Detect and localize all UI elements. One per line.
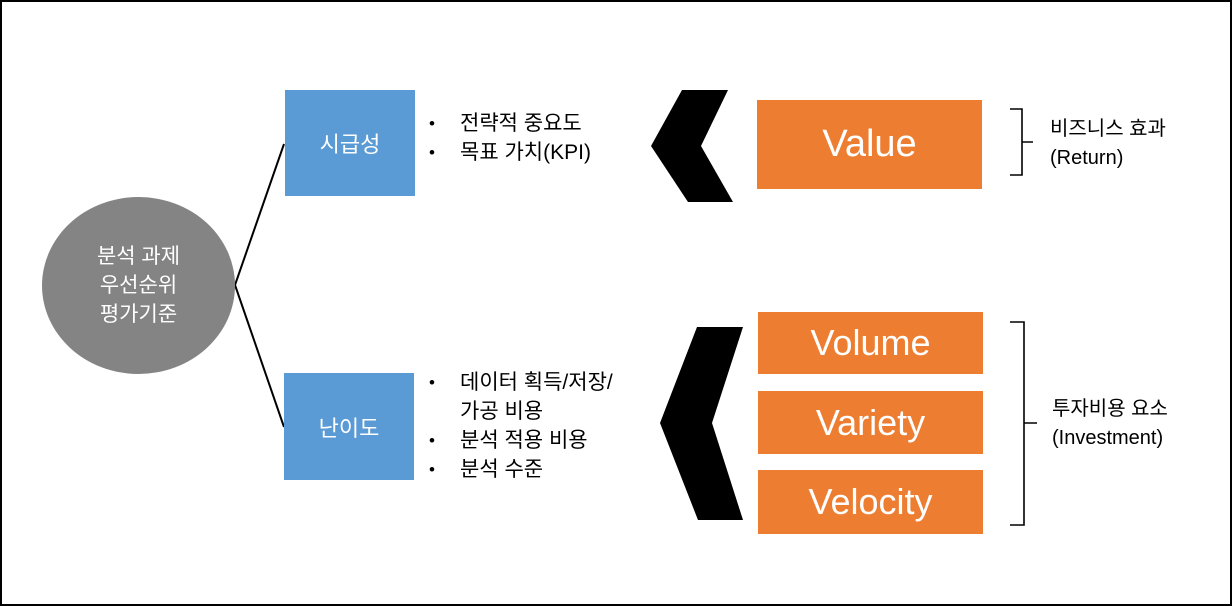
- bullet-item: • 분석 수준: [423, 455, 613, 484]
- root-title-line: 우선순위: [99, 274, 178, 297]
- criterion-box-difficulty: 난이도: [284, 373, 414, 480]
- connector-line-difficulty: [234, 284, 285, 428]
- bullet-icon: •: [429, 114, 435, 133]
- annotation-line: (Return): [1050, 147, 1124, 169]
- brace-investment-icon: [1010, 321, 1037, 526]
- volume-box: Volume: [758, 312, 983, 374]
- bullet-item: • 전략적 중요도: [423, 109, 591, 138]
- annotation-line: (Investment): [1052, 427, 1164, 449]
- value-box: Value: [757, 100, 982, 189]
- bullet-text: 분석 수준: [460, 458, 544, 481]
- annotation-line: 투자비용 요소: [1052, 398, 1168, 420]
- root-title-line: 평가기준: [99, 303, 178, 326]
- bullet-list-difficulty: • 데이터 획득/저장/ 가공 비용 • 분석 적용 비용 • 분석 수준: [423, 368, 613, 484]
- velocity-box: Velocity: [758, 470, 983, 534]
- bullet-icon: •: [429, 431, 435, 450]
- bullet-item: • 데이터 획득/저장/ 가공 비용: [423, 368, 613, 426]
- bullet-text: 전략적 중요도: [460, 112, 582, 135]
- annotation-business-return: 비즈니스 효과 (Return): [1050, 115, 1166, 173]
- variety-box: Variety: [758, 391, 983, 454]
- bullet-icon: •: [429, 460, 435, 479]
- criterion-box-urgency: 시급성: [285, 90, 415, 196]
- bullet-icon: •: [429, 373, 435, 392]
- connector-line-urgency: [234, 143, 285, 286]
- root-node: 분석 과제 우선순위 평가기준: [42, 197, 235, 374]
- annotation-line: 비즈니스 효과: [1050, 118, 1166, 140]
- root-node-title: 분석 과제 우선순위 평가기준: [97, 242, 180, 329]
- bullet-icon: •: [429, 143, 435, 162]
- bullet-item: • 분석 적용 비용: [423, 426, 613, 455]
- bullet-list-urgency: • 전략적 중요도 • 목표 가치(KPI): [423, 109, 591, 167]
- chevron-left-icon: [660, 327, 743, 520]
- bullet-item: • 목표 가치(KPI): [423, 138, 591, 167]
- bullet-text: 목표 가치(KPI): [460, 141, 591, 164]
- root-title-line: 분석 과제: [96, 245, 181, 268]
- bullet-text: 분석 적용 비용: [460, 429, 588, 452]
- chevron-left-icon: [651, 90, 733, 202]
- bullet-text: 데이터 획득/저장/ 가공 비용: [460, 371, 613, 423]
- annotation-investment: 투자비용 요소 (Investment): [1052, 395, 1168, 453]
- brace-return-icon: [1010, 108, 1033, 176]
